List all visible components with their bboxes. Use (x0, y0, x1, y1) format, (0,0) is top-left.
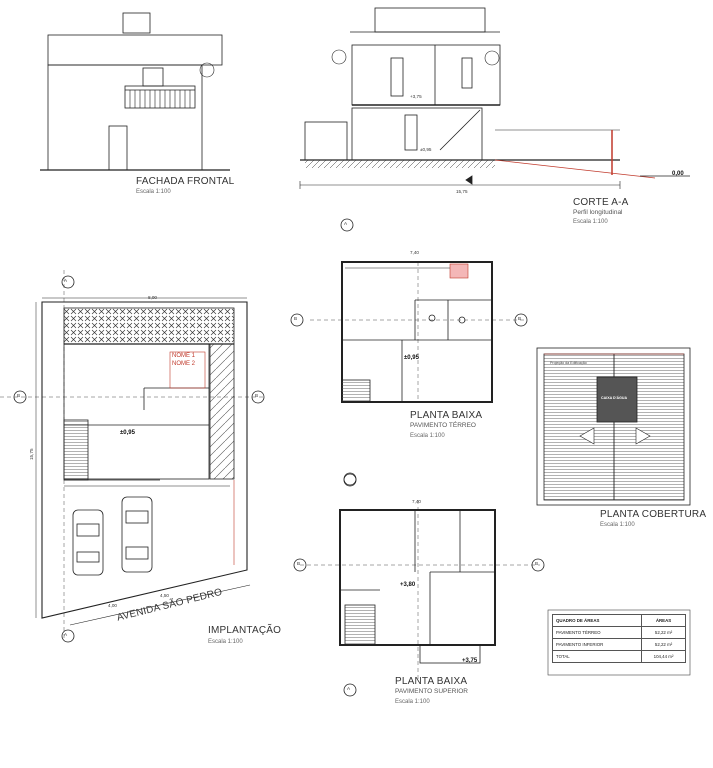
site-height-dim: 15,75 (29, 448, 34, 461)
facade-scale: Escala 1:100 (136, 189, 171, 195)
section-marker-a-top: A (64, 278, 68, 283)
site-front-dim-a: 4,00 (108, 603, 117, 608)
ground-plan-level: ±0,95 (404, 355, 419, 361)
upper-floor-plan (293, 473, 545, 697)
section-marker-b-right: B (255, 393, 259, 398)
site-plan-drawing (0, 270, 265, 643)
roof-plan-scale: Escala 1:100 (600, 522, 635, 528)
site-plan-scale: Escala 1:100 (208, 639, 243, 645)
upper-plan-level: +3,80 (400, 582, 416, 588)
upper-plan-scale: Escala 1:100 (395, 699, 430, 705)
site-front-dim-b: 4,50 (160, 593, 169, 598)
ground-plan-width-dim: 7,40 (410, 250, 419, 255)
area-table-frame (547, 609, 691, 676)
upper-section-marker-b-left: B (297, 561, 301, 566)
ground-section-marker-b-left: B (294, 316, 298, 321)
ground-plan-scale: Escala 1:100 (410, 433, 445, 439)
upper-section-marker-a-bottom: A (347, 686, 351, 691)
area-row-label: PAVIMENTO TÉRREO (551, 626, 643, 639)
ground-floor-plan (290, 218, 528, 486)
roof-projection-label: Projeção da Edificação (550, 361, 587, 365)
ground-section-marker-b-right: B (518, 316, 522, 321)
area-row-label: PAVIMENTO INFERIOR (551, 638, 643, 651)
site-width-dim: 8,00 (148, 295, 157, 300)
area-table-header: QUADRO DE ÁREAS ÁREAS (551, 614, 686, 627)
area-row-value: 52,22 m² (641, 626, 686, 639)
upper-section-marker-b-right: B (535, 561, 539, 566)
table-row: PAVIMENTO INFERIOR 52,22 m² (551, 638, 686, 651)
area-header-value: ÁREAS (641, 614, 686, 627)
area-row-value: 52,22 m² (641, 638, 686, 651)
upper-plan-title: PLANTA BAIXA (395, 676, 468, 687)
table-row: TOTAL 104,44 m² (551, 650, 686, 663)
section-marker-a-bottom: A (64, 632, 68, 637)
roof-plan-title: PLANTA COBERTURA (600, 509, 707, 520)
area-header-label: QUADRO DE ÁREAS (551, 614, 643, 627)
section-subtitle: Perfil longitudinal (573, 209, 623, 216)
ground-section-marker-a-top: A (344, 221, 348, 226)
area-table: QUADRO DE ÁREAS ÁREAS PAVIMENTO TÉRREO 5… (551, 614, 686, 663)
section-scale: Escala 1:100 (573, 219, 608, 225)
section-drawing (299, 7, 690, 189)
section-width-dim: 15,75 (456, 189, 468, 194)
street-level: 0,00 (672, 171, 684, 177)
section-marker-b-left: B (17, 393, 21, 398)
area-row-label: TOTAL (551, 650, 643, 663)
name-1: NOME 1 (172, 353, 196, 359)
section-upper-level: +3,75 (410, 94, 422, 99)
section-title: CORTE A-A (573, 197, 629, 208)
upper-plan-subtitle: PAVIMENTO SUPERIOR (395, 688, 468, 695)
site-plan-title: IMPLANTAÇÃO (208, 625, 282, 636)
name-2: NOME 2 (172, 361, 196, 367)
table-row: PAVIMENTO TÉRREO 52,22 m² (551, 626, 686, 639)
upper-plan-width-dim: 7,40 (412, 499, 421, 504)
area-row-value: 104,44 m² (641, 650, 686, 663)
water-tank-label: CAIXA D'ÁGUA (601, 396, 628, 400)
section-ground-level: ±0,95 (420, 147, 432, 152)
upper-plan-level-b: +3,75 (462, 658, 478, 664)
ground-plan-subtitle: PAVIMENTO TÉRREO (410, 422, 476, 429)
ground-plan-title: PLANTA BAIXA (410, 410, 483, 421)
car-left (72, 509, 104, 576)
car-right (121, 496, 153, 573)
facade-drawing (40, 12, 230, 171)
facade-title: FACHADA FRONTAL (136, 176, 235, 187)
site-ground-level: ±0,95 (120, 430, 135, 436)
roof-plan (536, 347, 691, 506)
